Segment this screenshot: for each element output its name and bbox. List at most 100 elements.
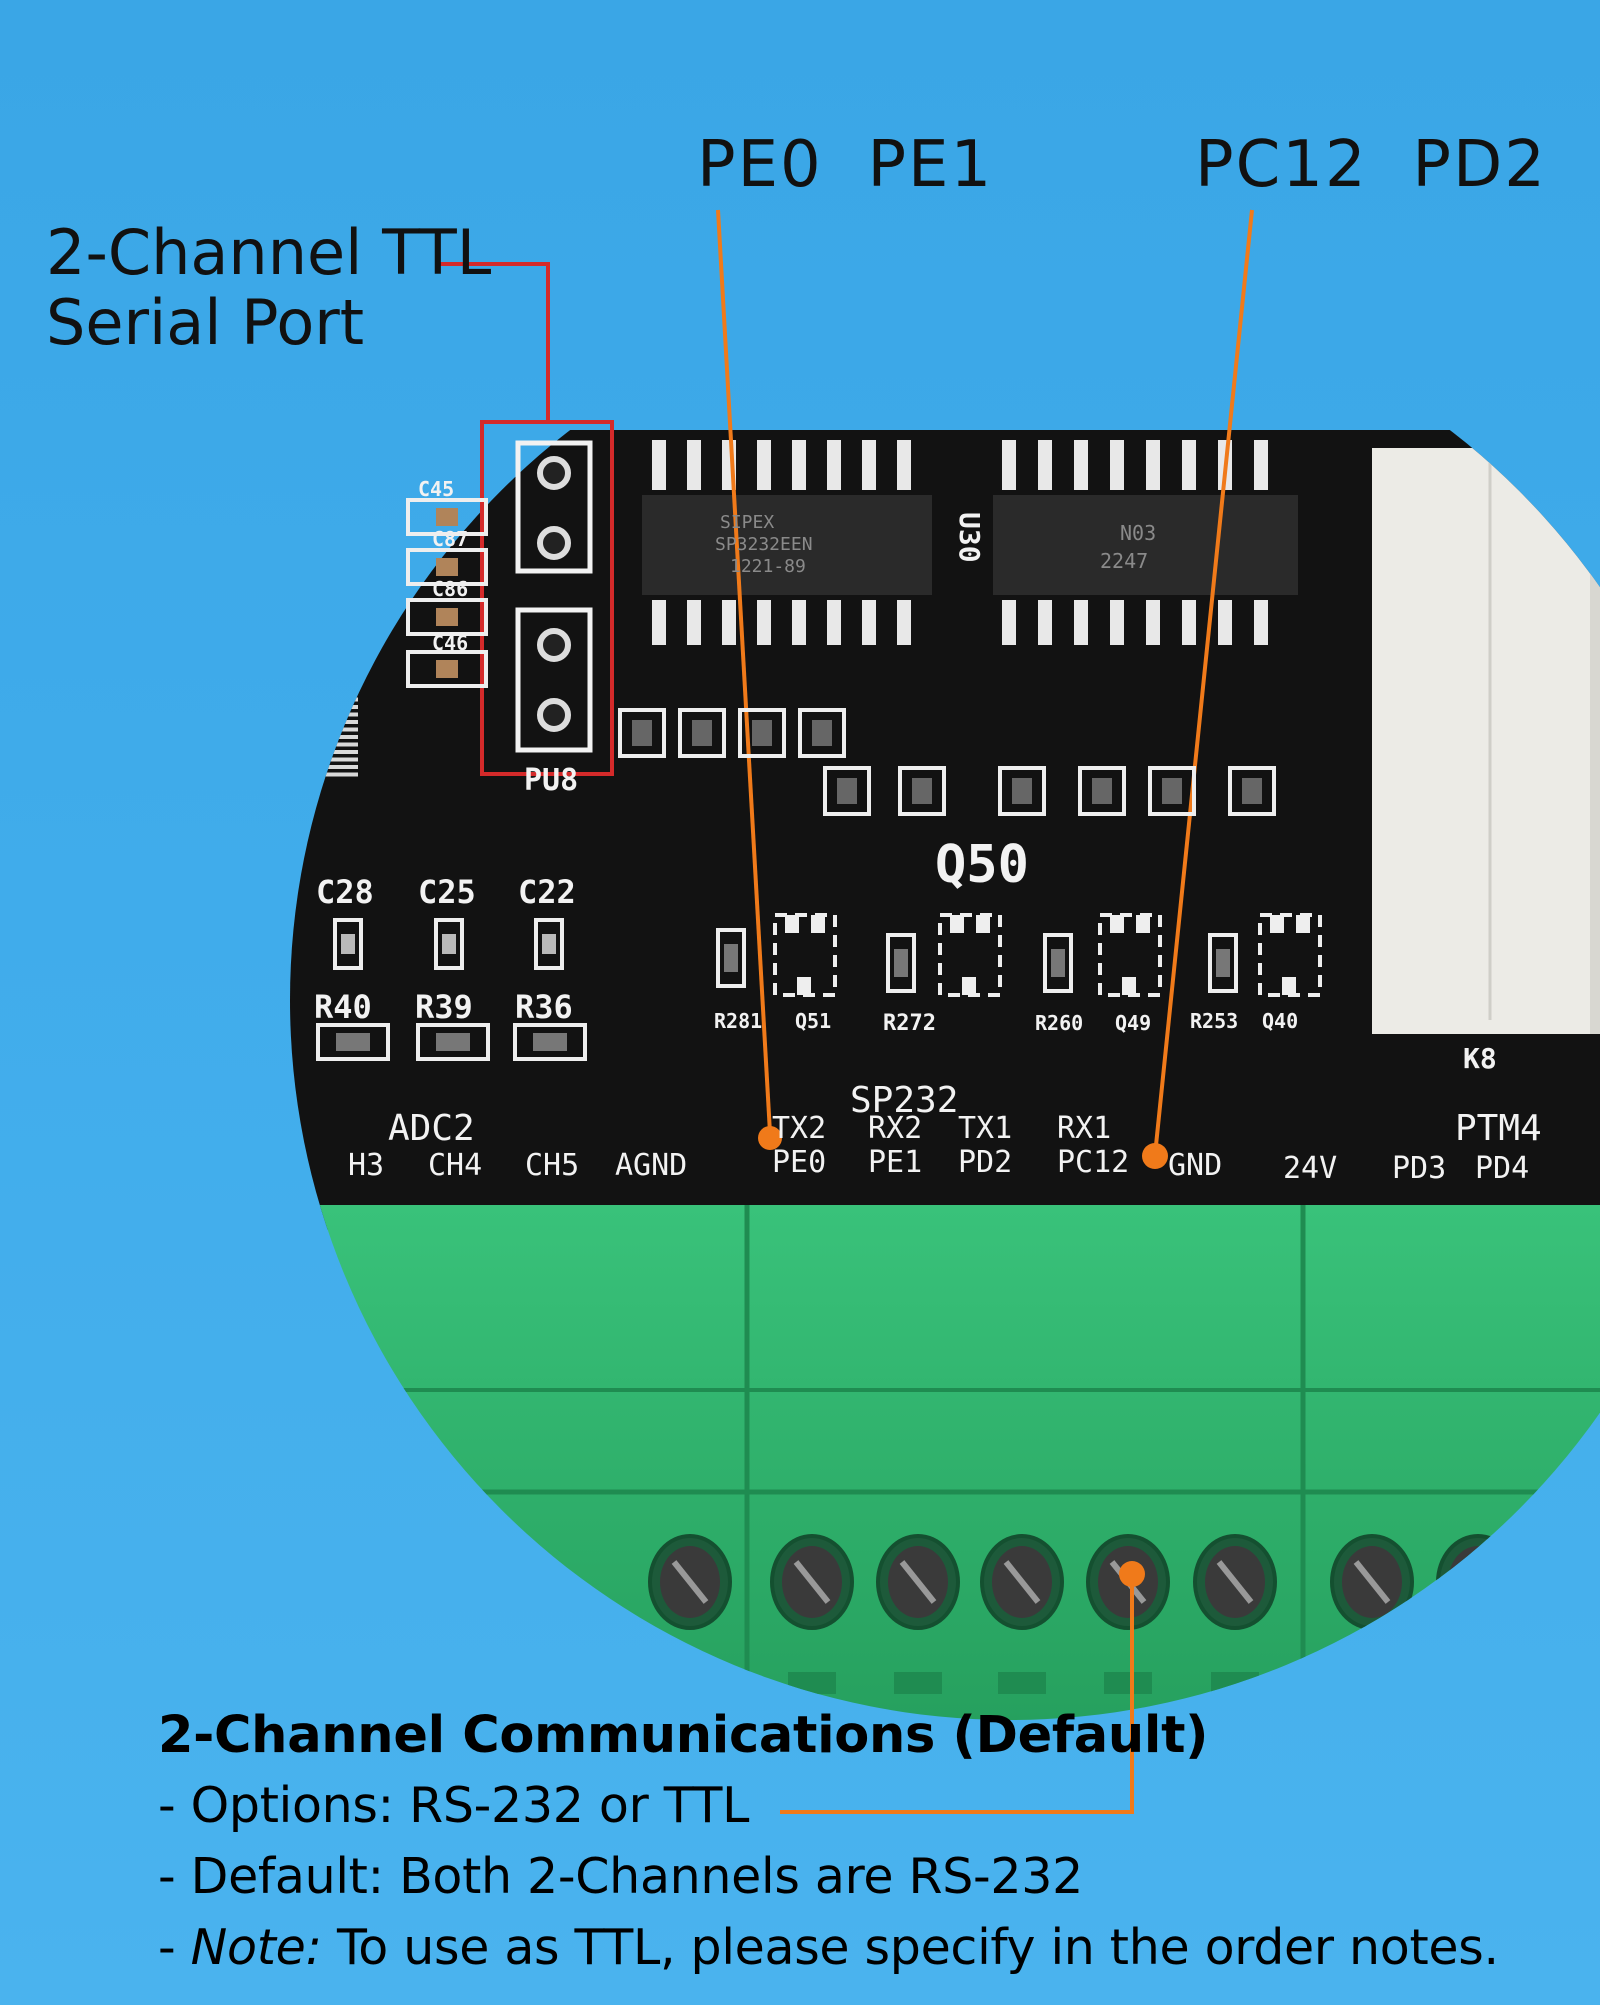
ttl-port-label-line1: 2-Channel TTL: [46, 216, 492, 289]
part-r281: R281: [714, 1009, 762, 1033]
info-note-text: To use as TTL, please specify in the ord…: [321, 1919, 1499, 1976]
strip-pin: [322, 712, 358, 717]
info-callout-line: [780, 1574, 1134, 1814]
chip1-line1: SP3232EEN: [715, 534, 813, 555]
pe-callout-line: [716, 209, 772, 1134]
smd-pad-outline: [678, 708, 726, 758]
info-note-prefix: -: [158, 1919, 191, 1976]
pin-h3: H3: [348, 1148, 384, 1183]
transistor-pin: [1296, 915, 1310, 933]
info-default: - Default: Both 2-Channels are RS-232: [158, 1848, 1084, 1905]
ttl-callout-line: [440, 262, 550, 422]
cap-outline: [333, 918, 363, 970]
cap-body: [341, 934, 355, 954]
pin-pd4: PD4: [1475, 1151, 1529, 1186]
transistor-pin: [797, 977, 811, 995]
screw-hole: [1436, 1534, 1520, 1630]
chip-pin: [652, 600, 666, 645]
wire-slot: [1348, 1672, 1396, 1694]
pin-top-rx1: RX1: [1057, 1111, 1111, 1146]
strip-pin: [322, 772, 358, 777]
chip-pin: [1038, 600, 1052, 645]
pin-ch4: CH4: [428, 1148, 482, 1183]
info-note-label: Note:: [190, 1919, 322, 1976]
smd-pad-outline: [1078, 766, 1126, 816]
chip-pin: [827, 440, 841, 490]
chip-u30-label: U30: [953, 512, 986, 563]
pin-top-rx2: RX2: [868, 1111, 922, 1146]
pc-callout-line: [1153, 209, 1254, 1156]
info-title: 2-Channel Communications (Default): [158, 1706, 1209, 1765]
pin-pe1: PE1: [868, 1145, 922, 1180]
chip-pin: [827, 600, 841, 645]
cap-c25: C25: [418, 873, 476, 911]
smd-pad-body: [632, 720, 652, 746]
strip-pin: [322, 667, 358, 672]
strip-pin: [322, 750, 358, 754]
transistor-pin: [1136, 915, 1150, 933]
wire-slot: [1454, 1672, 1502, 1694]
header-pu8: [515, 440, 593, 753]
transistor-label: Q50: [935, 835, 1029, 895]
pin-pe0: PE0: [772, 1145, 826, 1180]
low-res-body: [1216, 949, 1230, 977]
chip-pin: [722, 600, 736, 645]
resistor-outline: [316, 1023, 390, 1061]
smd-pad-body: [1242, 778, 1262, 804]
cap-outline: [434, 918, 464, 970]
cap-c45: C45: [418, 477, 454, 501]
chip-pin: [1254, 600, 1268, 645]
transistor-pin: [1270, 915, 1284, 933]
res-r39: R39: [415, 988, 473, 1026]
smd-pad-outline: [798, 708, 846, 758]
smd-cap-outline: [406, 650, 488, 688]
chip-pin: [1002, 440, 1016, 490]
smd-pad-body: [1012, 778, 1032, 804]
smd-pad-outline: [898, 766, 946, 816]
chip-pin: [1038, 440, 1052, 490]
cap-outline: [534, 918, 564, 970]
section-adc2: ADC2: [388, 1108, 475, 1149]
low-res-outline: [886, 933, 916, 993]
smd-pad-body: [692, 720, 712, 746]
cap-body: [542, 934, 556, 954]
chip-pin: [862, 440, 876, 490]
screw-slot: [1353, 1560, 1391, 1604]
strip-pin: [322, 637, 358, 642]
screw-slot: [671, 1560, 709, 1604]
smd-pad-body: [752, 720, 772, 746]
pin-ch5: CH5: [525, 1148, 579, 1183]
strip-pin: [322, 600, 358, 604]
smd-cap-body: [436, 508, 458, 526]
part-q51: Q51: [795, 1009, 831, 1033]
pe-pins-label: PE0 PE1: [697, 128, 994, 202]
chip-pin: [1218, 600, 1232, 645]
transistor-pin: [1122, 977, 1136, 995]
cap-c86: C86: [432, 577, 468, 601]
chip-pin: [1182, 600, 1196, 645]
smd-pad-body: [1092, 778, 1112, 804]
smd-pad-body: [837, 778, 857, 804]
chip-pin: [1182, 440, 1196, 490]
wire-slot: [788, 1672, 836, 1694]
wire-slot: [1560, 1672, 1600, 1694]
smd-cap-outline: [406, 548, 488, 586]
chip-pin: [687, 440, 701, 490]
strip-pin: [322, 660, 358, 664]
chip1-line0: SIPEX: [720, 512, 774, 533]
strip-pin: [322, 727, 358, 732]
low-res-body: [724, 944, 738, 972]
chip-pin: [1146, 440, 1160, 490]
smd-pad-outline: [1228, 766, 1276, 816]
smd-cap-body: [436, 608, 458, 626]
pin-pc12: PC12: [1057, 1145, 1129, 1180]
screw-slot: [793, 1560, 831, 1604]
part-q49: Q49: [1115, 1011, 1151, 1035]
resistor-outline: [513, 1023, 587, 1061]
strip-pin: [322, 675, 358, 679]
resistor-body: [533, 1033, 567, 1051]
pc-marker: [1142, 1143, 1168, 1169]
strip-pin: [322, 645, 358, 649]
screw-slot: [1003, 1560, 1041, 1604]
